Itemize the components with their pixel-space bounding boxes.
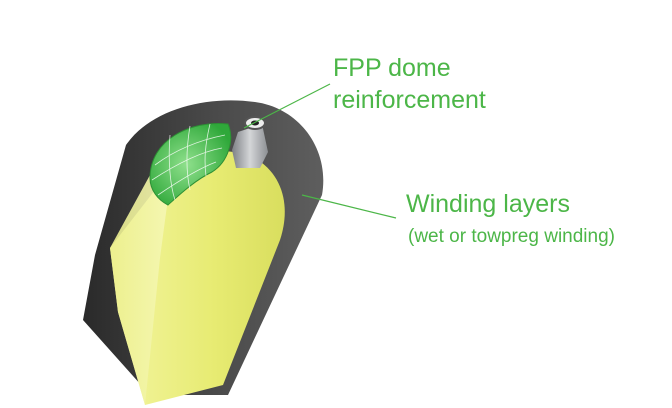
fpp-dome-reinforcement: [149, 123, 232, 206]
winding-label-line1: Winding layers: [406, 190, 570, 218]
winding-leader-line: [301, 194, 397, 219]
metal-boss: [232, 124, 268, 168]
dome-mesh: [151, 123, 226, 201]
core-side-face: [110, 168, 172, 405]
fpp-label-line2: reinforcement: [333, 86, 486, 114]
fpp-leader-line: [243, 83, 331, 129]
fpp-label-line1: FPP dome: [333, 54, 451, 82]
winding-label-line2: (wet or towpreg winding): [408, 226, 615, 247]
